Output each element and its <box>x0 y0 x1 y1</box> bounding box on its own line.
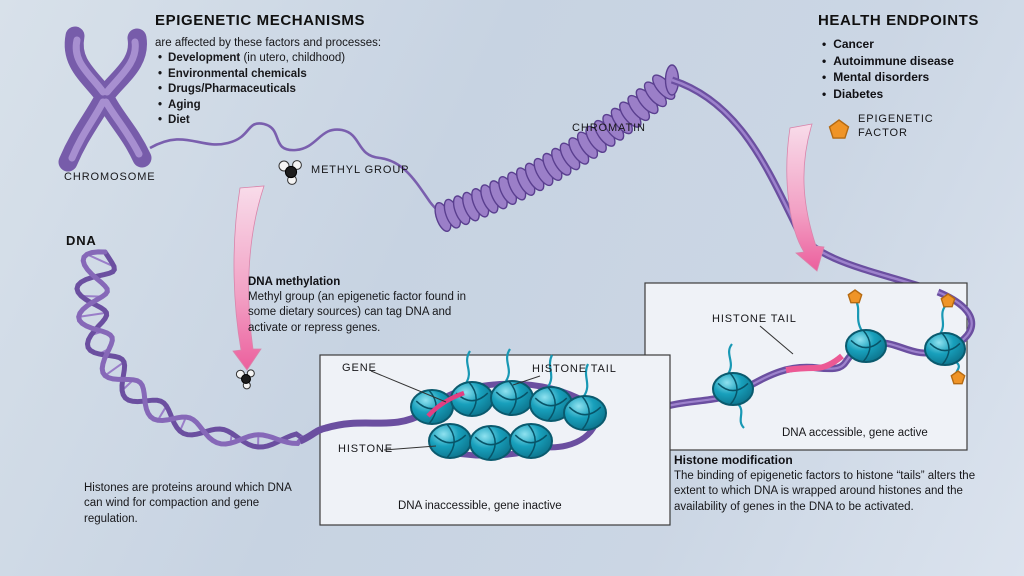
histone-tail-pointer-line <box>759 325 794 355</box>
gene-pointer-line <box>370 370 447 403</box>
histones-active <box>712 329 966 406</box>
histone-note: Histones are proteins around which DNA c… <box>84 482 292 525</box>
chromosome-illustration <box>58 26 152 172</box>
mechanism-item: Environmental chemicals <box>158 67 345 83</box>
dna-label: DNA <box>66 233 97 248</box>
chromatin-coil <box>434 64 680 233</box>
health-endpoint-item: Diabetes <box>822 86 954 103</box>
center-box-content <box>298 348 607 461</box>
histone-label: HISTONE <box>338 443 393 455</box>
inactive-gene-caption: DNA inaccessible, gene inactive <box>398 500 562 512</box>
chromosome-label: CHROMOSOME <box>64 171 156 183</box>
methyl-group-label: METHYL GROUP <box>311 164 410 176</box>
chromatin-fiber-squiggle <box>149 122 445 217</box>
methylation-arrow <box>232 185 265 371</box>
histone-tails <box>727 298 960 429</box>
active-gene-caption: DNA accessible, gene active <box>782 427 928 439</box>
mechanisms-list: Development (in utero, childhood) Enviro… <box>158 51 345 129</box>
mechanisms-title: EPIGENETIC MECHANISMS <box>155 12 366 29</box>
mechanism-item: Drugs/Pharmaceuticals <box>158 82 345 98</box>
chromatin-label: CHROMATIN <box>572 122 646 134</box>
histone-pointer-line <box>383 445 437 451</box>
histone-tail-label-right: HISTONE TAIL <box>712 313 797 325</box>
dna-methylation-title: DNA methylation <box>248 276 341 288</box>
histones-inactive <box>410 380 607 461</box>
mechanism-item: Diet <box>158 113 345 129</box>
health-endpoints-list: Cancer Autoimmune disease Mental disorde… <box>822 36 954 102</box>
histone-modification-block: Histone modification The binding of epig… <box>674 453 976 515</box>
accessible-dna-segment <box>785 353 844 373</box>
histone-tail-pointer-line <box>512 375 541 386</box>
epigenetic-factor-label: EPIGENETIC FACTOR <box>858 113 934 140</box>
histone-tail-label-center: HISTONE TAIL <box>532 363 617 375</box>
dna-methylation-body: Methyl group (an epigenetic factor found… <box>248 291 466 334</box>
histone-modification-body: The binding of epigenetic factors to his… <box>674 470 976 513</box>
methyl-group-tag-icon <box>235 369 255 390</box>
gene-label: GENE <box>342 362 377 374</box>
dna-helix <box>74 249 305 450</box>
histone-tails <box>465 348 590 397</box>
health-endpoint-item: Cancer <box>822 36 954 53</box>
health-endpoints-title: HEALTH ENDPOINTS <box>818 12 979 29</box>
dna-methylation-block: DNA methylation Methyl group (an epigene… <box>248 276 486 336</box>
histone-modification-title: Histone modification <box>674 453 793 467</box>
methyl-group-icon <box>278 160 302 185</box>
epigenetic-factor-icon <box>828 119 850 139</box>
epigenetic-factor-icons <box>847 289 966 385</box>
health-endpoint-item: Autoimmune disease <box>822 53 954 70</box>
right-box-content <box>652 288 976 429</box>
mechanisms-subtitle: are affected by these factors and proces… <box>155 37 382 49</box>
mechanism-item: Development (in utero, childhood) <box>158 51 345 67</box>
mechanism-item: Aging <box>158 98 345 114</box>
gene-segment <box>426 390 465 418</box>
health-endpoint-item: Mental disorders <box>822 69 954 86</box>
factor-arrow <box>786 123 825 272</box>
